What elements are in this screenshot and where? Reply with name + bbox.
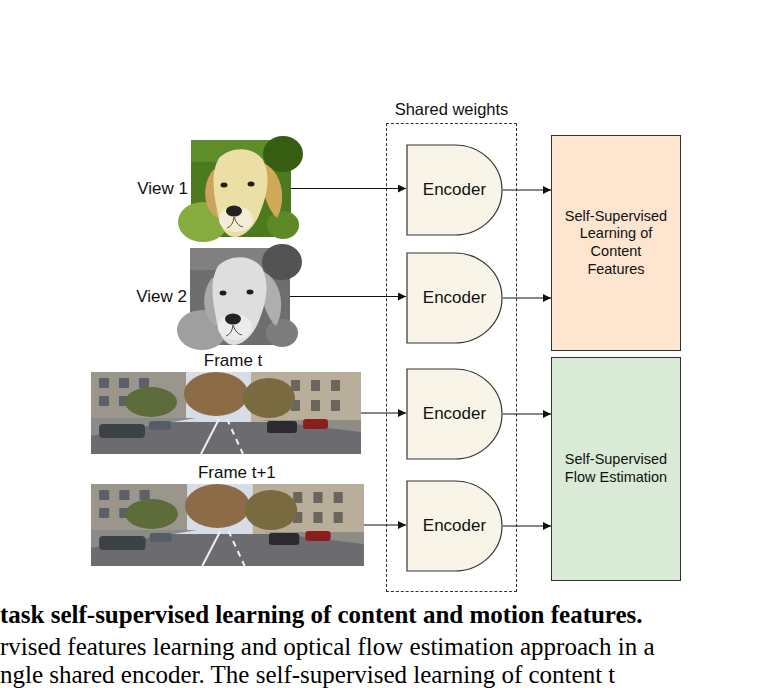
node-label: View 2 [136, 287, 187, 307]
flow-arrow [290, 296, 406, 297]
input-frame: Frame t [91, 372, 361, 454]
encoder-shape [407, 145, 502, 235]
task-box: Self-Supervised Learning of Content Feat… [551, 135, 681, 351]
task-box: Self-Supervised Flow Estimation [551, 357, 681, 581]
node-label: View 1 [137, 179, 188, 199]
encoder-block: Encoder [406, 144, 503, 236]
flow-arrow [364, 524, 406, 525]
node-label: Encoder [406, 368, 503, 460]
caption-text-line: rvised features learning and optical flo… [0, 632, 655, 662]
encoder-block: Encoder [406, 480, 503, 572]
street-frame-photo [91, 372, 361, 454]
node-label: Encoder [406, 144, 503, 236]
input-image: View 2 [190, 248, 290, 345]
node-label: Frame t [204, 351, 263, 371]
flow-arrow [503, 525, 551, 526]
flow-arrow [503, 189, 551, 190]
node-label: Frame t+1 [198, 463, 276, 483]
flow-arrow [503, 297, 551, 298]
input-frame: Frame t+1 [91, 484, 364, 566]
node-label: Self-Supervised Flow Estimation [562, 451, 670, 486]
figure-caption: task self-supervised learning of content… [0, 600, 643, 630]
node-label: Encoder [406, 252, 503, 344]
dog-grayscale-photo [177, 244, 302, 350]
encoder-shape [407, 481, 502, 571]
dog-color-photo [178, 136, 303, 242]
street-frame-photo [91, 484, 364, 566]
flow-arrow [503, 413, 551, 414]
encoder-block: Encoder [406, 368, 503, 460]
input-image: View 1 [191, 140, 291, 237]
node-label: Encoder [406, 480, 503, 572]
encoder-block: Encoder [406, 252, 503, 344]
encoder-shape [407, 369, 502, 459]
flow-arrow [291, 188, 406, 189]
caption-text-line: ngle shared encoder. The self-supervised… [0, 660, 615, 688]
flow-arrow [361, 412, 406, 413]
shared-weights-group: Shared weightsEncoderEncoderEncoderEncod… [386, 123, 517, 592]
node-label: Self-Supervised Learning of Content Feat… [562, 208, 670, 279]
encoder-shape [407, 253, 502, 343]
node-label: Shared weights [395, 100, 509, 119]
